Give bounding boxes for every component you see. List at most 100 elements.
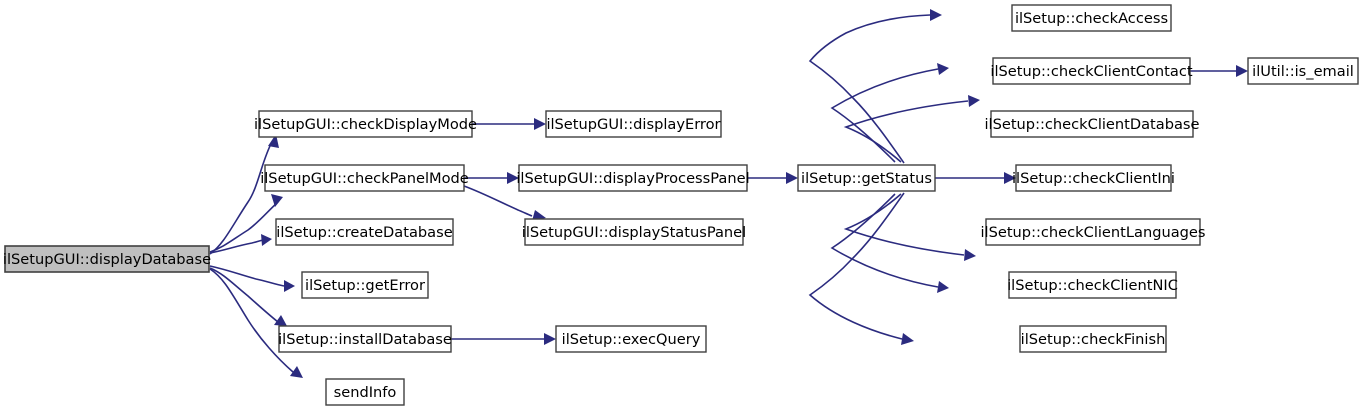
node-box[interactable] [1247,57,1359,85]
arrowhead-icon [964,249,976,261]
node-box[interactable] [258,110,473,138]
node-box[interactable] [1019,325,1167,353]
node-label: ilSetup::checkClientDatabase [984,116,1199,133]
node-box[interactable] [555,325,707,353]
node-box[interactable] [1011,4,1172,32]
node-box[interactable] [1015,164,1172,192]
call-edge-checkPanelMode-to-displayStatusPanel [463,185,546,221]
edge-line [830,193,939,288]
node-label: ilSetupGUI::checkDisplayMode [254,116,477,133]
node-label: ilSetupGUI::checkPanelMode [260,170,469,187]
edges-layer [209,9,1248,378]
graph-node-checkClientNIC[interactable]: ilSetup::checkClientNIC [1007,271,1178,299]
node-label: ilSetup::checkClientLanguages [980,224,1205,241]
call-edge-checkClientContact-to-is_email [1190,65,1248,77]
call-edge-getStatus-to-checkClientNIC [830,193,949,293]
node-box[interactable] [1008,271,1177,299]
node-label: ilSetupGUI::displayProcessPanel [516,170,749,187]
node-box[interactable] [264,164,465,192]
arrowhead-icon [1236,65,1248,77]
node-box[interactable] [4,245,210,273]
graph-node-checkDisplayMode[interactable]: ilSetupGUI::checkDisplayMode [254,110,477,138]
arrowhead-icon [937,63,949,75]
node-box[interactable] [518,164,748,192]
graph-node-execQuery[interactable]: ilSetup::execQuery [555,325,707,353]
graph-node-displayProcessPanel[interactable]: ilSetupGUI::displayProcessPanel [516,164,750,192]
edge-line [808,14,931,164]
node-label: ilSetupGUI::displayDatabase [3,251,211,268]
call-edge-displayDatabase-to-checkDisplayMode [209,134,279,255]
edge-line [843,193,965,256]
graph-node-checkClientIni[interactable]: ilSetup::checkClientIni [1012,164,1175,192]
call-edge-checkPanelMode-to-displayProcessPanel [464,172,519,184]
edge-line [209,201,279,253]
edge-line [209,239,264,254]
node-box[interactable] [278,325,452,353]
node-label: ilSetup::checkFinish [1021,331,1166,348]
edge-line [463,185,533,217]
node-box[interactable] [524,218,744,246]
graph-node-getError[interactable]: ilSetup::getError [301,271,429,299]
edge-line [209,265,285,287]
node-box[interactable] [992,57,1191,85]
edge-line [209,268,294,373]
edge-line [843,100,969,163]
call-edge-getStatus-to-checkClientDatabase [843,95,980,163]
graph-node-checkClientLanguages[interactable]: ilSetup::checkClientLanguages [980,218,1206,246]
graph-node-getStatus[interactable]: ilSetup::getStatus [797,164,936,192]
arrowhead-icon [901,333,914,345]
node-box[interactable] [325,378,405,406]
call-edge-checkDisplayMode-to-displayError [472,118,546,130]
arrowhead-icon [937,281,949,293]
node-label: ilUtil::is_email [1252,63,1354,80]
graph-node-installDatabase[interactable]: ilSetup::installDatabase [278,325,452,353]
graph-node-checkPanelMode[interactable]: ilSetupGUI::checkPanelMode [260,164,469,192]
call-edge-installDatabase-to-execQuery [451,333,556,345]
graph-node-createDatabase[interactable]: ilSetup::createDatabase [275,218,454,246]
call-edge-getStatus-to-checkAccess [808,9,942,164]
node-label: ilSetup::checkAccess [1015,10,1168,27]
call-edge-displayDatabase-to-installDatabase [209,267,287,326]
call-edge-getStatus-to-checkClientIni [935,172,1016,184]
node-box[interactable] [545,110,722,138]
call-edge-getStatus-to-checkClientLanguages [843,193,976,261]
node-box[interactable] [301,271,429,299]
arrowhead-icon [544,333,556,345]
node-label: ilSetup::checkClientIni [1012,170,1175,187]
node-label: ilSetup::createDatabase [276,224,452,241]
call-edge-displayProcessPanel-to-getStatus [747,172,798,184]
call-edge-displayDatabase-to-checkPanelMode [209,194,283,253]
edge-line [209,267,279,323]
arrowhead-icon [271,194,283,207]
edge-line [209,141,273,255]
arrowhead-icon [284,280,295,292]
node-box[interactable] [985,218,1201,246]
node-label: ilSetup::checkClientNIC [1007,277,1178,294]
node-box[interactable] [990,110,1194,138]
graph-node-checkClientContact[interactable]: ilSetup::checkClientContact [990,57,1193,85]
arrowhead-icon [930,9,942,21]
arrowhead-icon [261,234,272,246]
graph-node-checkAccess[interactable]: ilSetup::checkAccess [1011,4,1172,32]
node-label: ilSetupGUI::displayError [546,116,720,133]
graph-node-is_email[interactable]: ilUtil::is_email [1247,57,1359,85]
arrowhead-icon [507,172,519,184]
call-edge-displayDatabase-to-sendInfo [209,268,303,378]
edge-line [808,192,905,340]
graph-node-sendInfo[interactable]: sendInfo [325,378,405,406]
node-label: ilSetup::installDatabase [278,331,452,348]
node-label: ilSetup::execQuery [562,331,701,348]
node-box[interactable] [797,164,936,192]
call-edge-getStatus-to-checkClientContact [830,63,949,163]
node-label: sendInfo [334,384,397,401]
graph-node-displayError[interactable]: ilSetupGUI::displayError [545,110,722,138]
graph-node-checkClientDatabase[interactable]: ilSetup::checkClientDatabase [984,110,1200,138]
graph-node-displayStatusPanel[interactable]: ilSetupGUI::displayStatusPanel [522,218,746,246]
node-label: ilSetup::getStatus [801,170,932,187]
arrowhead-icon [968,95,980,107]
graph-node-checkFinish[interactable]: ilSetup::checkFinish [1019,325,1167,353]
edge-line [830,68,939,163]
node-box[interactable] [275,218,454,246]
graph-node-displayDatabase[interactable]: ilSetupGUI::displayDatabase [3,245,211,273]
